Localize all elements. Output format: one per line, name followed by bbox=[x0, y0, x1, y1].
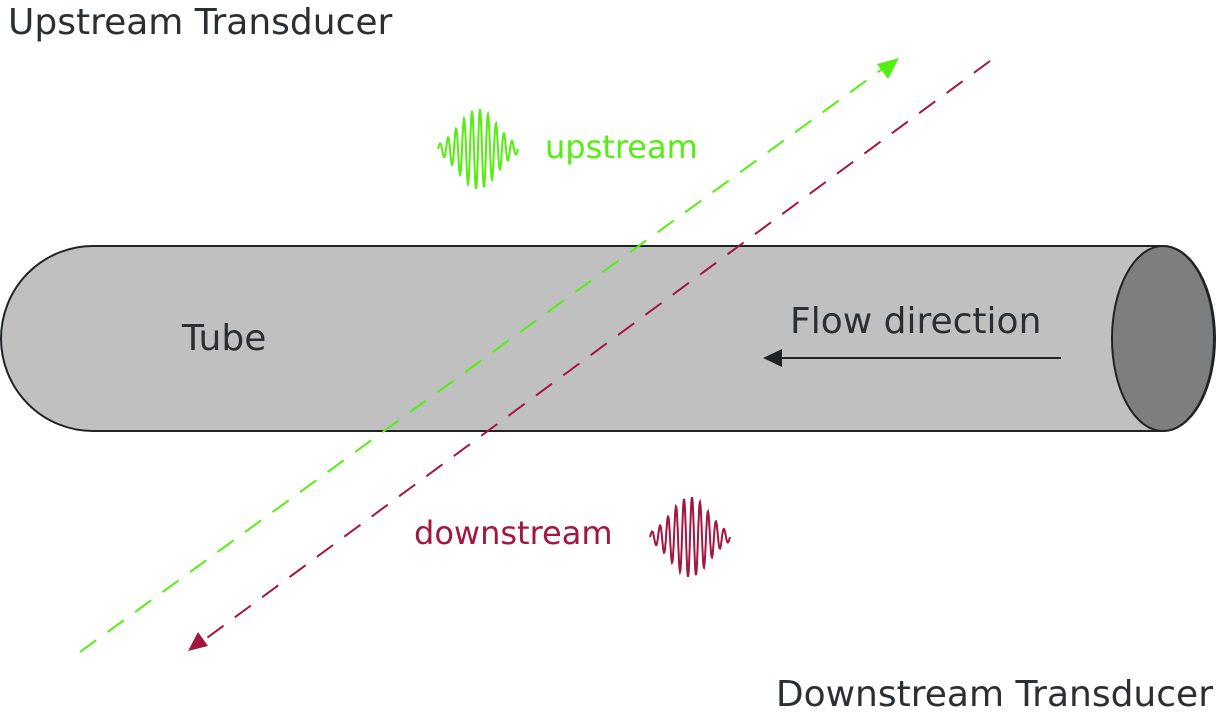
tube-end-opening bbox=[1111, 245, 1215, 432]
tube bbox=[0, 245, 1216, 432]
upstream-wave-icon bbox=[437, 108, 519, 190]
downstream-transducer-label: Downstream Transducer bbox=[776, 674, 1213, 715]
downstream-label: downstream bbox=[414, 514, 612, 552]
tube-label: Tube bbox=[181, 318, 266, 359]
downstream-arrowhead bbox=[188, 632, 208, 651]
downstream-wave-icon bbox=[649, 496, 731, 578]
upstream-path bbox=[79, 66, 886, 653]
flow-direction-label: Flow direction bbox=[790, 301, 1041, 342]
upstream-transducer-label: Upstream Transducer bbox=[8, 2, 393, 43]
upstream-label: upstream bbox=[545, 128, 698, 166]
downstream-path bbox=[199, 60, 991, 644]
upstream-arrowhead bbox=[877, 58, 899, 79]
flow-direction-arrowhead bbox=[763, 349, 782, 367]
